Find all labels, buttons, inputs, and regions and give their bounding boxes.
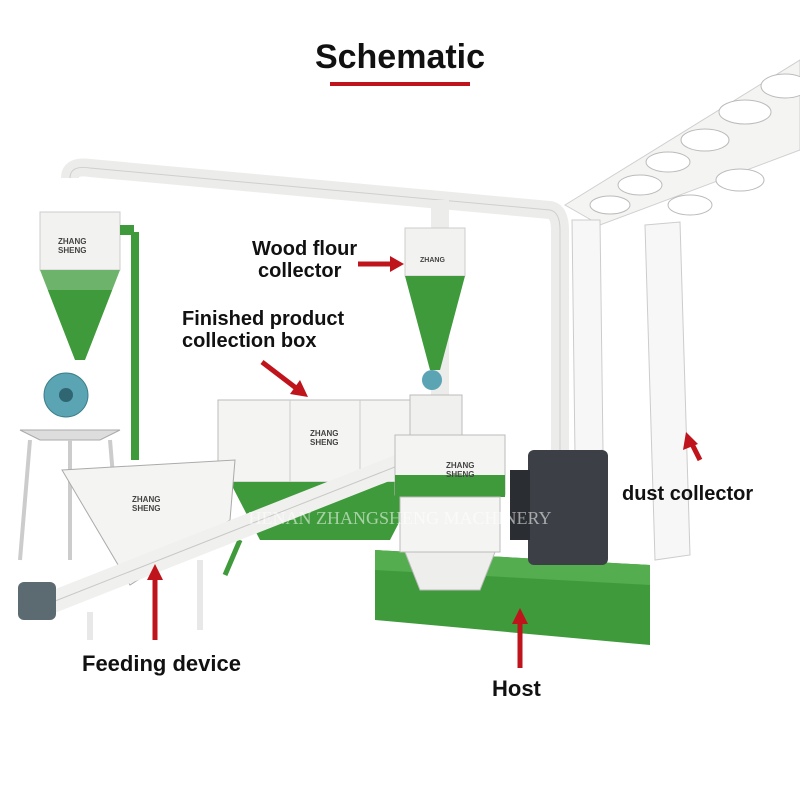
pointer-arrows xyxy=(147,256,703,668)
arrow-dust-collector xyxy=(683,432,703,462)
label-feeding-device: Feeding device xyxy=(82,651,241,676)
host-mill: ZHANG SHENG xyxy=(375,394,650,645)
svg-text:SHENG: SHENG xyxy=(310,438,338,447)
wood-flour-collector-cyclone: ZHANG xyxy=(404,227,466,390)
page-title: Schematic xyxy=(314,38,486,76)
svg-text:ZHANG: ZHANG xyxy=(420,257,445,264)
arrow-collection-box xyxy=(260,360,308,397)
svg-text:ZHANG: ZHANG xyxy=(446,461,474,470)
label-dust-collector: dust collector xyxy=(622,483,754,505)
dust-collector-ducting xyxy=(564,59,800,226)
svg-text:ZHANG: ZHANG xyxy=(310,429,338,438)
svg-text:ZHANG: ZHANG xyxy=(58,237,86,246)
watermark: HENAN ZHANGSHENG MACHINERY xyxy=(249,508,552,528)
label-host: Host xyxy=(492,676,541,701)
title-underline xyxy=(330,82,470,86)
label-line: collector xyxy=(258,260,342,282)
label-line: Wood flour xyxy=(252,238,358,260)
arrow-feeding-device xyxy=(147,564,163,640)
svg-text:SHENG: SHENG xyxy=(446,470,474,479)
svg-text:ZHANG: ZHANG xyxy=(132,495,160,504)
label-wood-flour-collector: Wood flour collector xyxy=(252,238,357,282)
arrow-wood-flour-collector xyxy=(358,256,404,272)
filter-bags xyxy=(571,219,691,561)
feeding-device: ZHANG SHENG xyxy=(18,454,405,640)
collection-box: ZHANG SHENG xyxy=(217,399,434,576)
label-finished-product-box: Finished product collection box xyxy=(182,308,344,352)
svg-text:SHENG: SHENG xyxy=(58,246,86,255)
svg-text:SHENG: SHENG xyxy=(132,504,160,513)
label-line: Finished product xyxy=(182,308,345,330)
arrow-host xyxy=(512,608,528,668)
label-line: collection box xyxy=(182,330,317,352)
